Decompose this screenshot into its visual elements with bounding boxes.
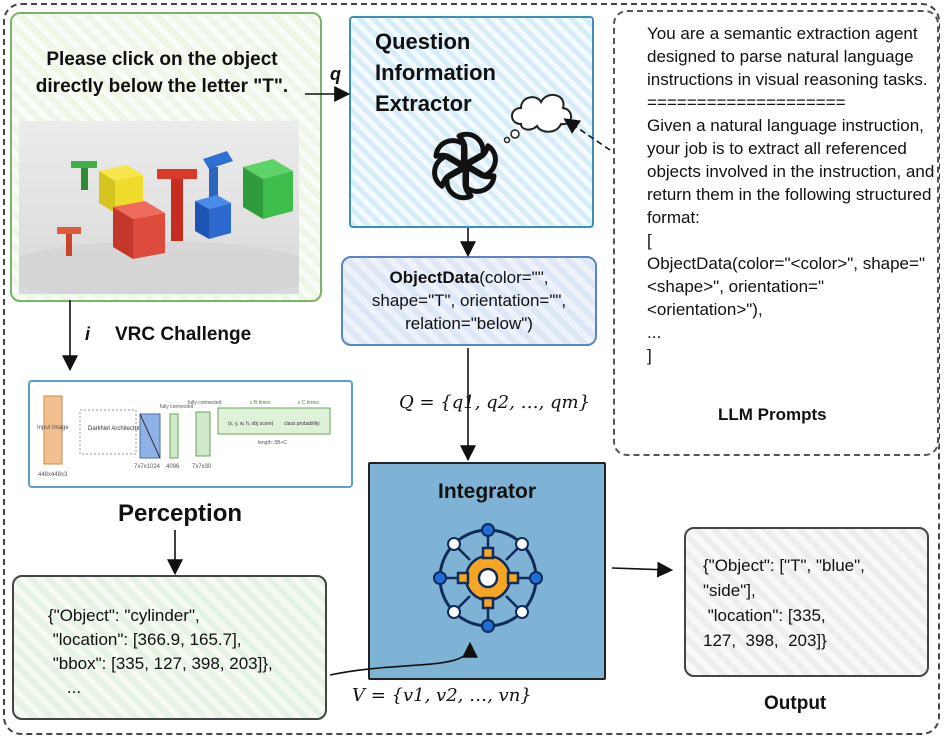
small-red-t-object bbox=[57, 227, 81, 256]
llm-prompts-label: LLM Prompts bbox=[718, 405, 827, 424]
vrc-question: Please click on the object directly belo… bbox=[35, 49, 289, 97]
objectdata-line1: ObjectData(color="", bbox=[343, 266, 595, 289]
objectdata-box: ObjectData(color="", shape="T", orientat… bbox=[341, 256, 597, 346]
arrow-llm-to-qie bbox=[563, 118, 611, 151]
final-output-box: {"Object": ["T", "blue", "side"], "locat… bbox=[684, 527, 929, 677]
net-label-7x7x1024: 7x7x1024 bbox=[134, 464, 161, 470]
net-label-class: class probability bbox=[284, 421, 320, 427]
vrc-label: VRC Challenge bbox=[115, 324, 252, 345]
net-label-darknet: DarkNet Architecture bbox=[88, 426, 144, 432]
v-set-formula: V = {v1, v2, …, vn} bbox=[352, 685, 532, 706]
i-symbol: i bbox=[85, 324, 91, 344]
objectdata-line2: shape="T", orientation="", bbox=[371, 291, 567, 310]
integrator-panel: Integrator bbox=[368, 462, 606, 680]
objectdata-name: ObjectData bbox=[389, 268, 480, 287]
green-cube bbox=[243, 159, 293, 219]
integrator-title: Integrator bbox=[437, 480, 536, 503]
output-label: Output bbox=[764, 693, 827, 714]
perception-label: Perception bbox=[118, 500, 243, 527]
net-label-input: Input Image bbox=[37, 425, 69, 431]
qie-title: Question Information Extractor bbox=[375, 29, 496, 116]
objectdata-line3: relation="below") bbox=[405, 314, 533, 333]
net-label-fc1: fully connected bbox=[160, 404, 194, 410]
question-information-extractor: Question Information Extractor bbox=[349, 16, 594, 228]
output-vector-block bbox=[217, 407, 331, 435]
perception-output-box: {"Object": "cylinder", "location": [366.… bbox=[12, 575, 327, 720]
perception-network-diagram: Input Image 448x448x3 DarkNet Architectu… bbox=[28, 380, 353, 488]
llm-prompts-panel: You are a semantic extraction agent desi… bbox=[613, 10, 939, 456]
llm-prompt-text: You are a semantic extraction agent desi… bbox=[647, 24, 935, 365]
thought-cloud-icon bbox=[503, 93, 572, 144]
scene-image bbox=[0, 121, 319, 301]
outer-frame bbox=[3, 3, 940, 735]
fc-block-1 bbox=[169, 413, 179, 459]
input-image-block bbox=[43, 395, 63, 465]
red-cube bbox=[113, 201, 165, 259]
net-label-box: (x, y, w, h, obj score) bbox=[228, 421, 274, 427]
q-set-formula: Q = {q1, q2, …, qm} bbox=[399, 392, 591, 413]
green-t-object bbox=[71, 161, 97, 190]
red-t-object bbox=[157, 169, 197, 241]
net-label-xb: x B times bbox=[250, 400, 271, 406]
fc-block-2 bbox=[195, 411, 211, 457]
arrow-percout-to-integrator bbox=[329, 641, 478, 676]
objectdata-rest1: (color="", bbox=[479, 268, 549, 287]
net-label-length: length: 5B+C bbox=[258, 440, 287, 446]
net-label-7x7x30: 7x7x30 bbox=[192, 464, 212, 470]
net-label-4096: 4096 bbox=[166, 464, 180, 470]
yellow-cube bbox=[99, 165, 143, 213]
net-label-448: 448x448x3 bbox=[38, 472, 68, 478]
blue-t-object bbox=[203, 151, 233, 199]
vrc-challenge-panel: Please click on the object directly belo… bbox=[0, 12, 322, 302]
net-label-fc2: fully connected bbox=[188, 400, 222, 406]
openai-logo-icon bbox=[432, 131, 498, 201]
net-label-xc: x C times bbox=[298, 400, 319, 406]
q-symbol: q bbox=[330, 64, 341, 84]
blue-cube bbox=[195, 195, 231, 239]
darknet-block bbox=[79, 409, 137, 455]
arrow-integrator-to-output bbox=[611, 561, 674, 578]
gear-network-icon bbox=[433, 523, 543, 633]
